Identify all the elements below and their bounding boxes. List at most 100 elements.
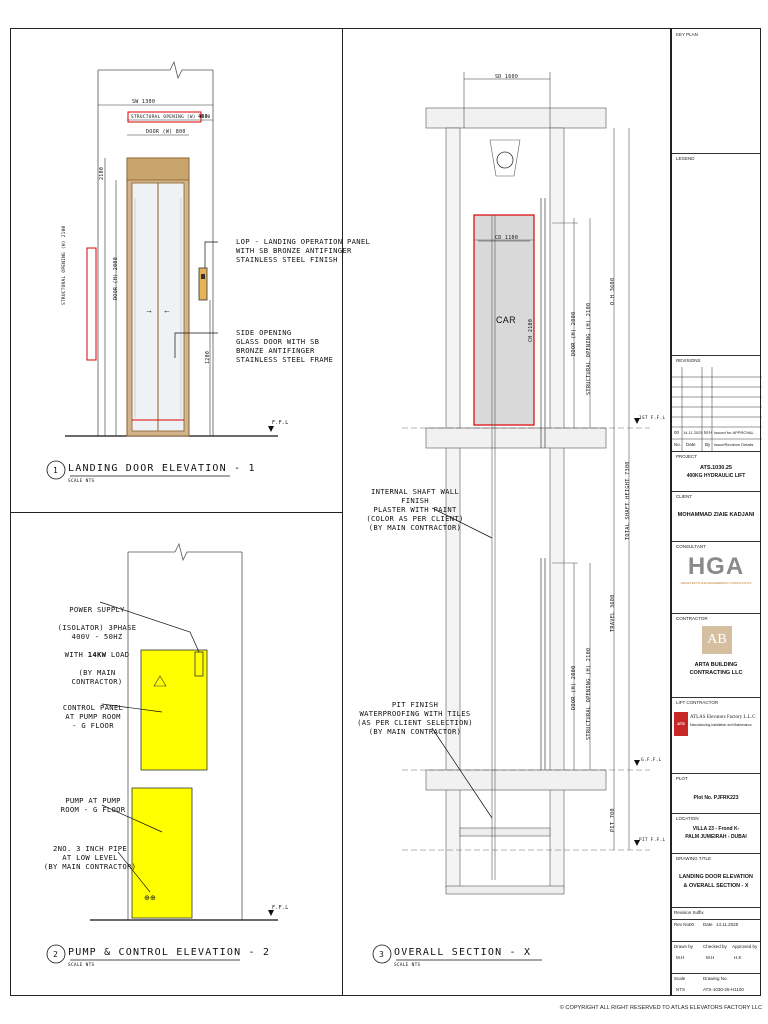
svg-text:⊕: ⊕ xyxy=(144,895,150,902)
drawing-title-label: DRAWING TITLE xyxy=(676,856,712,861)
note-power-line1: POWER SUPPLY xyxy=(69,605,125,614)
note-power-line3a: WITH xyxy=(64,650,88,659)
consultant-row xyxy=(672,541,760,542)
elevation1-scale: SCALE NTS xyxy=(68,479,95,484)
title-block: KEY PLAN LEGEND REVISIONS 00 14.11.2025 … xyxy=(671,28,762,996)
section-title: OVERALL SECTION - X xyxy=(394,947,532,958)
elevation1-number: 1 xyxy=(53,466,59,475)
dim-so-h-upper: STRUCTURAL OPENING (H) 2100 xyxy=(586,302,592,395)
revisions-label: REVISIONS xyxy=(676,358,701,363)
consultant-logo: HGA xyxy=(687,553,745,580)
elevation2-scale: SCALE NTS xyxy=(68,963,95,968)
note-power-supply: POWER SUPPLY (ISOLATOR) 3PHASE 400V - 50… xyxy=(55,596,139,686)
legend-label: LEGEND xyxy=(676,156,695,161)
elevation2-title: PUMP & CONTROL ELEVATION - 2 xyxy=(68,947,271,958)
contractor-logo: AB xyxy=(707,632,727,647)
rev-no: 00 xyxy=(674,430,680,435)
overall-section-drawing xyxy=(372,72,650,964)
dim-structural-opening-w: STRUCTURAL OPENING (W) 1000 xyxy=(131,115,211,120)
elevation1-title: LANDING DOOR ELEVATION - 1 xyxy=(68,463,256,474)
section-scale: SCALE NTS xyxy=(394,963,421,968)
date-value: 14.11.2025 xyxy=(716,922,739,927)
note-control-panel: CONTROL PANEL AT PUMP ROOM - G FLOOR xyxy=(62,703,124,730)
checked-value: M.H xyxy=(706,955,715,960)
ffl-pit: PIT F.F.L xyxy=(639,838,666,843)
drawn-row xyxy=(672,941,760,942)
note-lop: LOP - LANDING OPERATION PANEL WITH SB BR… xyxy=(236,237,371,264)
rev-date: 14.11.2025 xyxy=(683,430,703,435)
dim-door-h-upper: DOOR (H) 2000 xyxy=(571,311,577,356)
location-1: VILLA 23 - Frond K- xyxy=(692,826,740,832)
drawing-title-2: & OVERALL SECTION - X xyxy=(683,883,749,889)
dim-total: TOTAL SHAFT HEIGHT 7300 xyxy=(625,461,631,540)
rev-no-value: 00 xyxy=(689,922,695,927)
dim-travel: TRAVEL 3600 xyxy=(610,594,616,632)
consultant-sub: ARCHITECTS AND ENGINEERING CONSULTANTS xyxy=(680,581,752,585)
section-number: 3 xyxy=(379,950,385,959)
dim-oh: O.H 3600 xyxy=(610,277,616,305)
contractor-label: CONTRACTOR xyxy=(676,616,708,621)
client-name: MOHAMMAD ZIAIE KADJANI xyxy=(677,512,755,518)
elevation2-number: 2 xyxy=(53,950,59,959)
legend-row xyxy=(672,153,760,154)
rev-no-label: Rev No. xyxy=(674,922,691,927)
note-power-line2: (ISOLATOR) 3PHASE 400V - 50Hz xyxy=(57,623,137,641)
revision-suffix: Revision Suffix xyxy=(674,910,704,915)
landing-door-elevation-drawing: → ← xyxy=(46,60,278,480)
location-2: PALM JUMEIRAH - DUBAI xyxy=(685,834,747,840)
note-pump: PUMP AT PUMP ROOM - G FLOOR xyxy=(60,796,126,814)
svg-text:←: ← xyxy=(163,306,171,315)
lift-logo: ATS xyxy=(674,712,688,736)
revisions-row xyxy=(672,355,760,356)
project-label: PROJECT xyxy=(676,454,698,459)
dim-sw: SW 1300 xyxy=(132,99,156,105)
col-date: Date xyxy=(686,442,696,447)
drawn-value: M.H xyxy=(676,955,685,960)
drawn-label: Drawn by xyxy=(674,944,694,949)
project-desc: 400KG HYDRAULIC LIFT xyxy=(686,473,746,479)
lift-tagline: Manufacturing,Installation and Maintenan… xyxy=(690,723,752,727)
note-power-load: 14KW xyxy=(87,650,107,659)
dim-door-w: DOOR (W) 800 xyxy=(146,129,186,135)
note-power-line4: (BY MAIN CONTRACTOR) xyxy=(71,668,123,686)
plot-label: PLOT xyxy=(676,776,688,781)
consultant-label: CONSULTANT xyxy=(676,544,706,549)
contractor-logo-box: AB xyxy=(702,626,732,654)
contractor-name-1: ARTA BUILDING xyxy=(694,662,738,668)
ffl-label-1: F.F.L xyxy=(272,420,289,426)
drawing-no-label: Drawing No. xyxy=(703,976,728,981)
drawing-title-1: LANDING DOOR ELEVATION xyxy=(679,874,753,880)
dim-so-h-lower: STRUCTURAL OPENING (H) 2100 xyxy=(586,647,592,740)
ffl-label-2: F.F.L xyxy=(272,905,289,911)
scale-label: Scale xyxy=(674,976,686,981)
location-row xyxy=(672,813,760,814)
svg-text:→: → xyxy=(145,306,153,315)
revno-row xyxy=(672,919,760,920)
ffl-ground: G.F.F.L xyxy=(641,758,662,763)
dim-cd: CD 1100 xyxy=(495,235,519,241)
copyright: © COPYRIGHT ALL RIGHT RESERVED TO ATLAS … xyxy=(559,1005,762,1011)
lift-logo-text: ATS xyxy=(677,721,685,726)
car-label: CAR xyxy=(496,315,516,325)
panel-divider-horizontal xyxy=(10,512,342,513)
note-side-door: SIDE OPENING GLASS DOOR WITH SB BRONZE A… xyxy=(236,328,334,364)
pump-control-elevation-drawing: ⊕ ⊕ xyxy=(46,542,278,964)
lift-contractor-label: LIFT CONTRACTOR xyxy=(676,700,719,705)
drawing-title-row xyxy=(672,853,760,854)
lift-name: ATLAS Elevators Factory L.L.C xyxy=(690,715,756,720)
col-no: No. xyxy=(674,442,682,447)
panel-divider-vertical xyxy=(342,28,343,996)
dim-door-h-lower: DOOR (H) 2000 xyxy=(571,665,577,710)
project-row xyxy=(672,451,760,452)
dim-door-h: DOOR (H) 2000 xyxy=(113,256,119,300)
col-desc: Issue/Revision Details xyxy=(714,442,754,447)
dim-sd: SD 1600 xyxy=(495,74,519,80)
note-power-line3c: LOAD xyxy=(106,650,130,659)
note-pipe: 2No. 3 INCH PIPE AT LOW LEVEL (BY MAIN C… xyxy=(43,844,137,871)
rev-desc: Issued for APPROVAL xyxy=(714,430,754,435)
dim-pit: PIT 700 xyxy=(610,808,616,832)
dim-side: 2100 xyxy=(99,166,105,180)
revision-table xyxy=(672,367,762,451)
svg-text:⊕: ⊕ xyxy=(150,895,156,902)
lift-contractor-row xyxy=(672,697,760,698)
